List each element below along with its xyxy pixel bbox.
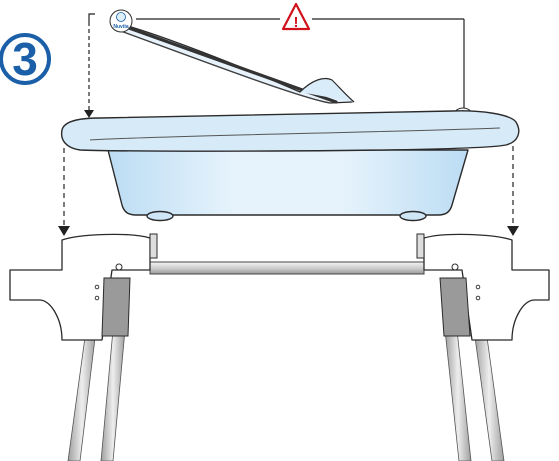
brand-badge-top: Nuvita xyxy=(109,9,133,33)
screw-icon xyxy=(94,295,100,301)
bath-stand xyxy=(9,233,550,461)
screw-icon xyxy=(115,263,123,271)
assembly-guide-lines xyxy=(58,13,519,236)
stand-post-right xyxy=(416,233,425,259)
stand-bracket-right-shade xyxy=(439,277,471,337)
stand-bracket-left xyxy=(9,233,151,341)
brand-badge-text: Nuvita xyxy=(113,24,129,30)
stand-leg-right-inner xyxy=(444,329,472,461)
tub-rim-inner xyxy=(89,127,501,141)
step-number-badge: 3 xyxy=(0,33,51,85)
tub-foot-left xyxy=(146,210,174,222)
warning-symbol: ! xyxy=(294,14,299,31)
tub-foot-right xyxy=(399,210,427,222)
arrow-down-icon xyxy=(84,110,94,118)
stand-bracket-left-shade xyxy=(101,277,131,337)
warning-icon: ! xyxy=(281,2,311,31)
step-number-circle xyxy=(0,33,51,85)
stand-leg-right-outer xyxy=(473,329,505,461)
screw-icon xyxy=(475,295,481,301)
arrow-down-icon xyxy=(507,226,519,236)
tub-rim xyxy=(60,110,520,152)
stand-bracket-right xyxy=(423,233,550,341)
screw-icon xyxy=(475,284,481,290)
screw-icon xyxy=(94,284,100,290)
guide-line-top xyxy=(88,13,95,22)
tub-body xyxy=(107,149,469,216)
arrow-down-icon xyxy=(58,226,70,236)
bath-tub xyxy=(60,110,520,222)
stand-leg-left-inner xyxy=(100,329,126,461)
step-number-text: 3 xyxy=(12,33,38,85)
stand-post-left xyxy=(149,233,158,259)
stand-cross-bar xyxy=(149,261,425,275)
stand-leg-left-outer xyxy=(67,329,97,461)
bath-seat-insert xyxy=(110,20,355,104)
screw-icon xyxy=(451,263,459,271)
